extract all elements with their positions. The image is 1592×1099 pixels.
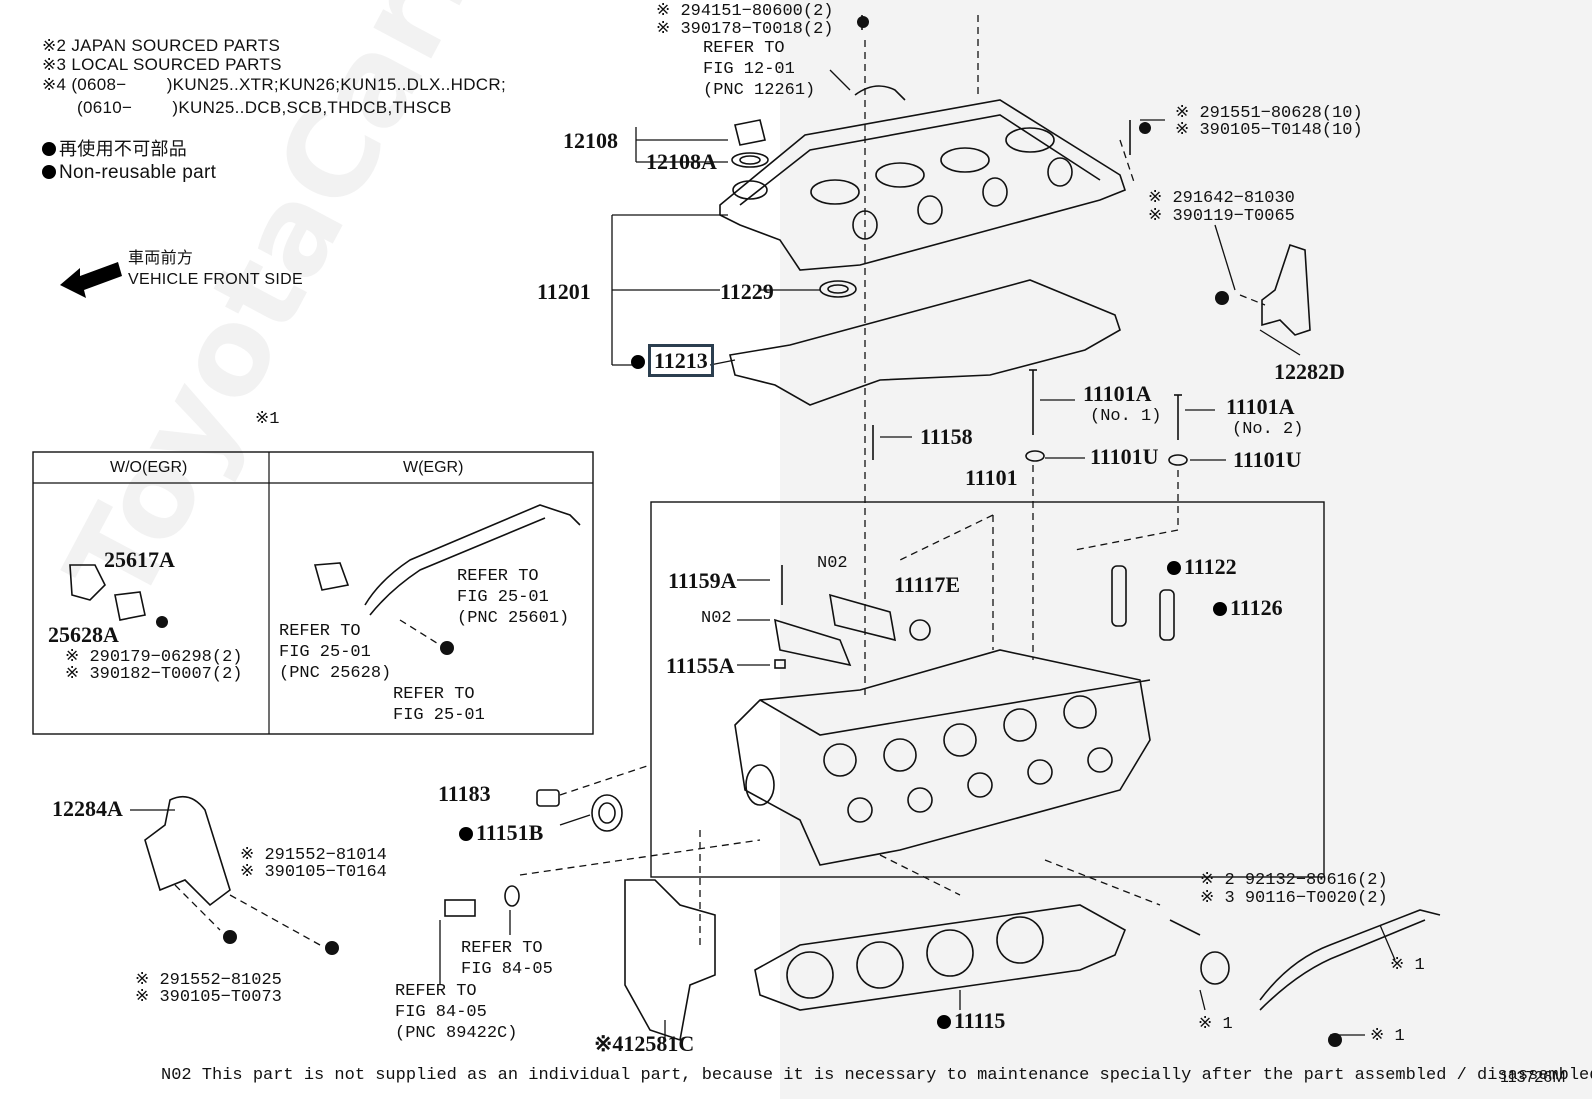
part-11151B[interactable]: 11151B <box>459 822 543 844</box>
legend-nonreusable-jp-text: 再使用不可部品 <box>59 139 188 159</box>
callout-c5a: ※ 291552−81025 <box>135 971 282 990</box>
legend-note4-a: ※4 (0608− )KUN25..XTR;KUN26;KUN15..DLX..… <box>42 75 506 94</box>
ref-fig12-01: REFER TO FIG 12-01 (PNC 12261) <box>703 39 816 100</box>
part-11117E[interactable]: 11117E <box>894 572 961 597</box>
part-11201[interactable]: 11201 <box>537 279 591 304</box>
callout-star1-b: ※ 1 <box>1198 1015 1233 1034</box>
nonreusable-dot-icon <box>1167 561 1181 575</box>
nonreusable-dot-icon <box>631 355 645 369</box>
ref-fig25-01-c: REFER TO FIG 25-01 <box>393 685 485 725</box>
cylinder-head-drawing <box>734 649 1151 866</box>
callout-star1-top: ※1 <box>255 410 280 429</box>
callout-c1a: ※ 294151−80600(2) <box>656 2 834 21</box>
nonreusable-dot-icon <box>459 827 473 841</box>
ref-fig25-01-a: REFER TO FIG 25-01 (PNC 25601) <box>457 567 570 628</box>
bullet-icon <box>42 142 56 156</box>
part-11101[interactable]: 11101 <box>965 465 1018 490</box>
figure-id: 113726M <box>1500 1069 1566 1086</box>
ref-fig84-05-a: REFER TO FIG 84-05 <box>461 939 553 979</box>
callout-c4b: ※ 390105−T0164 <box>240 863 387 882</box>
nonreusable-dot-icon <box>1213 602 1227 616</box>
part-11151B-label[interactable]: 11151B <box>476 820 544 845</box>
legend-nonreusable-en-text: Non-reusable part <box>59 162 217 183</box>
egr-col-with: W(EGR) <box>403 459 464 476</box>
part-N02-a: N02 <box>817 554 848 573</box>
part-11115[interactable]: 11115 <box>937 1010 1005 1032</box>
cover-gasket-drawing <box>729 279 1121 406</box>
part-12581C[interactable]: ※412581C <box>594 1031 695 1056</box>
callout-star1-a: ※ 1 <box>1390 956 1425 975</box>
part-12108[interactable]: 12108 <box>563 128 618 153</box>
part-25617A[interactable]: 25617A <box>104 547 175 572</box>
ref-fig25-01-b: REFER TO FIG 25-01 (PNC 25628) <box>279 622 392 683</box>
part-11126[interactable]: 11126 <box>1213 597 1283 619</box>
part-11101U-a[interactable]: 11101U <box>1090 444 1159 469</box>
legend-nonreusable-en: Non-reusable part <box>42 163 216 182</box>
oil-cap-drawing <box>731 119 857 298</box>
part-25628A[interactable]: 25628A <box>48 622 119 647</box>
part-11155A[interactable]: 11155A <box>666 653 735 678</box>
part-11183[interactable]: 11183 <box>438 781 491 806</box>
legend-japan: ※2 JAPAN SOURCED PARTS <box>42 36 281 55</box>
part-N02-b: N02 <box>701 609 732 628</box>
callout-c3a: ※ 291642−81030 <box>1148 189 1295 208</box>
callout-c4a: ※ 291552−81014 <box>240 846 387 865</box>
callout-c7a: ※ 290179−06298(2) <box>65 648 243 667</box>
callout-c6b: ※ 3 90116−T0020(2) <box>1200 889 1388 908</box>
part-11213-label[interactable]: 11213 <box>648 344 714 377</box>
bolts-drawing <box>861 15 1188 466</box>
part-11115-label[interactable]: 11115 <box>954 1008 1006 1033</box>
part-11101U-b[interactable]: 11101U <box>1233 447 1302 472</box>
part-12282D[interactable]: 12282D <box>1274 359 1345 384</box>
legend-local: ※3 LOCAL SOURCED PARTS <box>42 55 282 74</box>
part-11229[interactable]: 11229 <box>720 279 774 304</box>
part-11101A-no1-variant: (No. 1) <box>1090 407 1162 426</box>
part-11158[interactable]: 11158 <box>920 424 973 449</box>
part-11213[interactable]: 11213 <box>631 344 714 377</box>
front-label-en: VEHICLE FRONT SIDE <box>128 271 303 288</box>
nonreusable-dot-icon <box>937 1015 951 1029</box>
part-11159A[interactable]: 11159A <box>668 568 737 593</box>
ref-fig84-05-b: REFER TO FIG 84-05 (PNC 89422C) <box>395 982 518 1043</box>
front-label-jp: 車両前方 <box>128 250 194 267</box>
part-12108A[interactable]: 12108A <box>646 149 717 174</box>
part-11126-label[interactable]: 11126 <box>1230 595 1283 620</box>
part-12284A[interactable]: 12284A <box>52 796 123 821</box>
part-11122-label[interactable]: 11122 <box>1184 554 1237 579</box>
footnote-n02: N02 This part is not supplied as an indi… <box>161 1066 1592 1085</box>
background-shade <box>780 0 1592 1099</box>
egr-col-without: W/O(EGR) <box>110 459 188 476</box>
callout-c2a: ※ 291551−80628(10) <box>1175 104 1363 123</box>
callout-c5b: ※ 390105−T0073 <box>135 988 282 1007</box>
legend-note4-b: (0610− )KUN25..DCB,SCB,THDCB,THSCB <box>77 98 452 117</box>
valve-cover-drawing <box>719 99 1126 271</box>
part-11122[interactable]: 11122 <box>1167 556 1237 578</box>
legend-nonreusable-jp: 再使用不可部品 <box>42 140 187 158</box>
callout-c3b: ※ 390119−T0065 <box>1148 207 1295 226</box>
callout-c2b: ※ 390105−T0148(10) <box>1175 121 1363 140</box>
callout-c6a: ※ 2 92132−80616(2) <box>1200 871 1388 890</box>
part-11101A-no2-variant: (No. 2) <box>1232 420 1304 439</box>
head-gasket-drawing <box>754 904 1127 1011</box>
callout-star1-c: ※ 1 <box>1370 1027 1405 1046</box>
bullet-icon <box>42 165 56 179</box>
part-11101A-no2[interactable]: 11101A <box>1226 394 1295 419</box>
callout-c7b: ※ 390182−T0007(2) <box>65 665 243 684</box>
callout-c1b: ※ 390178−T0018(2) <box>656 20 834 39</box>
part-11101A-no1[interactable]: 11101A <box>1083 381 1152 406</box>
